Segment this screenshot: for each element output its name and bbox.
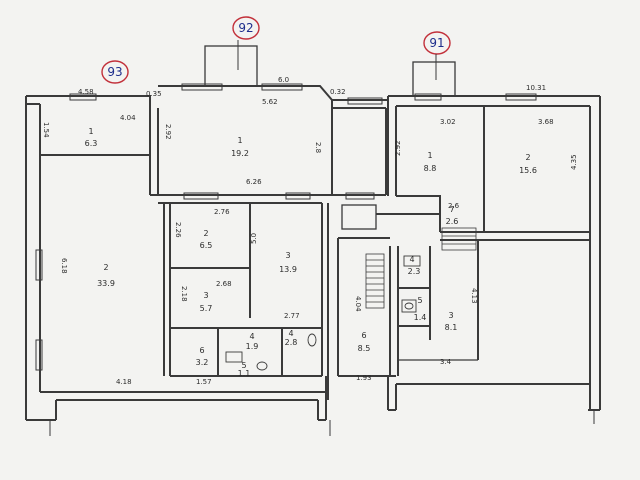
shower-icon	[403, 255, 421, 267]
dimension: 2.92	[164, 124, 172, 140]
apartment-number: 91	[429, 36, 444, 50]
room-number: 6	[199, 346, 204, 355]
room-area: 3.2	[196, 358, 209, 367]
window	[35, 249, 43, 281]
walls-apartment-93	[25, 95, 159, 400]
room-number: 5	[241, 361, 246, 370]
window	[183, 192, 219, 200]
walls-apartment-92	[150, 45, 333, 400]
toilet-icon	[307, 333, 317, 347]
window	[35, 339, 43, 371]
room-area: 1.1	[238, 369, 251, 378]
window	[285, 192, 311, 200]
apartment-label-91: 91	[423, 31, 451, 55]
dimension: 1.54	[42, 122, 50, 138]
dimension: 10.31	[526, 84, 546, 92]
room-area: 15.6	[519, 166, 537, 175]
room-number: 3	[448, 311, 453, 320]
room-area: 19.2	[231, 149, 249, 158]
room-area: 8.1	[445, 323, 458, 332]
room-number: 2	[525, 153, 530, 162]
windows	[35, 83, 537, 371]
dimension: 5.62	[262, 98, 278, 106]
toilet-icon-91	[401, 299, 417, 313]
dimension: 2.6	[448, 202, 460, 210]
dimension: 4.04	[120, 114, 136, 122]
room-number: 3	[203, 291, 208, 300]
room-number: 3	[285, 251, 290, 260]
dimension: 2.92	[394, 140, 402, 156]
window	[347, 97, 383, 105]
dimension: 3.02	[440, 118, 456, 126]
dimension: 5.0	[250, 233, 258, 244]
room-area: 13.9	[279, 265, 297, 274]
sanitary-fixtures	[225, 255, 421, 371]
room-area: 5.7	[200, 304, 213, 313]
room-number: 1	[237, 136, 242, 145]
sink-icon	[256, 361, 268, 371]
room-number: 4	[409, 255, 414, 264]
dimension: 0.35	[146, 90, 162, 98]
apartment-number: 92	[238, 21, 253, 35]
apartment-label-92: 92	[232, 16, 260, 40]
walls-outer	[25, 359, 600, 421]
apartment-label-93: 93	[101, 60, 129, 84]
dimension: 4.18	[116, 378, 132, 386]
balcony-92	[204, 45, 258, 87]
balcony-91	[412, 61, 456, 97]
room-area: 6.5	[200, 241, 213, 250]
window	[69, 93, 97, 101]
dimension: 4.58	[78, 88, 94, 96]
dimension: 4.04	[354, 296, 362, 312]
room-number: 4	[288, 329, 293, 338]
dimension: 0.32	[330, 88, 346, 96]
dimension: 2.26	[174, 222, 182, 238]
room-number: 6	[361, 331, 366, 340]
dimension: 2.8	[314, 142, 322, 153]
dimension: 6.18	[60, 258, 68, 274]
window	[181, 83, 223, 91]
room-number: 1	[88, 127, 93, 136]
dimension: 1.57	[196, 378, 212, 386]
room-number: 2	[203, 229, 208, 238]
window	[345, 192, 375, 200]
dimension: 6.26	[246, 178, 262, 186]
bathtub-icon	[225, 351, 243, 363]
room-area: 2.8	[285, 338, 298, 347]
room-number: 4	[249, 332, 254, 341]
dimension: 4.35	[570, 154, 578, 170]
room-number: 7	[449, 205, 454, 214]
dimension: 6.0	[278, 76, 289, 84]
dimension: 2.68	[216, 280, 232, 288]
room-area: 2.6	[446, 217, 459, 226]
window	[414, 93, 442, 101]
dimension: 1.93	[356, 374, 372, 382]
section-marks	[49, 40, 595, 436]
room-area: 6.3	[85, 139, 98, 148]
dimension: 2.77	[284, 312, 300, 320]
room-number: 2	[103, 263, 108, 272]
room-labels: 1 6.3 2 33.9 1 19.2 2 6.5 3 5.7 3 13.9 4…	[85, 127, 537, 378]
room-area: 1.4	[414, 313, 427, 322]
apartment-number: 93	[107, 65, 122, 79]
dimension: 2.76	[214, 208, 230, 216]
window	[261, 83, 303, 91]
window	[505, 93, 537, 101]
stair-left	[365, 253, 385, 309]
room-number: 1	[427, 151, 432, 160]
room-area: 8.8	[424, 164, 437, 173]
walls-stair-core	[332, 99, 441, 376]
dimension: 3.4	[440, 358, 452, 366]
room-area: 33.9	[97, 279, 115, 288]
room-area: 1.9	[246, 342, 259, 351]
room-area: 8.5	[358, 344, 371, 353]
dimension: 3.68	[538, 118, 554, 126]
room-number: 5	[417, 296, 422, 305]
room-area: 2.3	[408, 267, 421, 276]
dimension-labels: 4.58 4.04 1.54 0.35 6.0 5.62 2.92 2.8 0.…	[42, 76, 578, 386]
dimension: 2.18	[180, 286, 188, 302]
dimension: 4.13	[470, 288, 478, 304]
stair-right	[441, 227, 477, 251]
